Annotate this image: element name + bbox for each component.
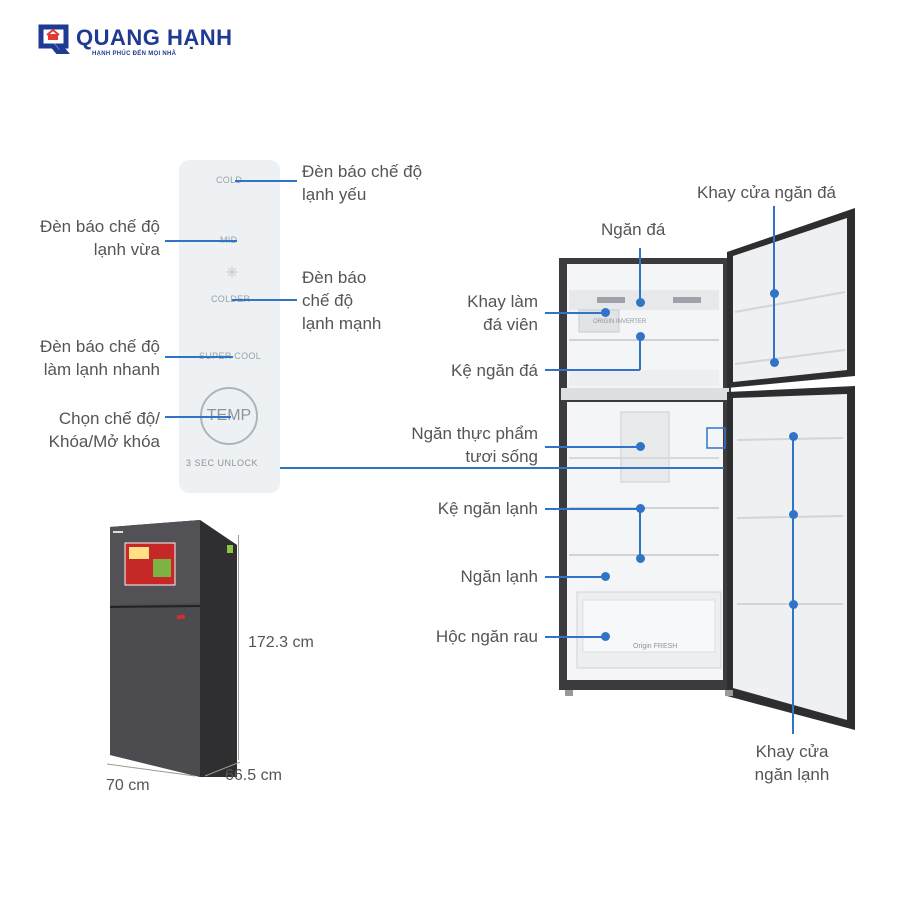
- height-dimension-line: [238, 535, 239, 760]
- callout-line-fresh-zone: [280, 467, 724, 469]
- callout-line-fridge: [545, 576, 605, 578]
- snowflake-icon: [226, 265, 238, 283]
- label-crisper: Hộc ngăn rau: [435, 627, 538, 646]
- width-dimension: 70 cm: [106, 777, 150, 794]
- callout-line-super-cool: [165, 356, 233, 358]
- callout-line-freezer-shelf-v: [639, 336, 641, 370]
- label-fridge: Ngăn lạnh: [460, 567, 538, 586]
- brand-name: QUANG HẠNH: [76, 25, 233, 50]
- callout-dot-fridge-door-2: [788, 509, 798, 519]
- callout-line-ice-tray: [545, 312, 605, 314]
- callout-dot-fridge: [600, 571, 610, 581]
- depth-dimension: 66.5 cm: [225, 767, 282, 784]
- callout-dot-freezer-door-2: [769, 357, 779, 367]
- dimension-lines: [105, 760, 245, 785]
- callout-line-colder: [232, 299, 297, 301]
- label-fridge-shelf: Kệ ngăn lạnh: [437, 499, 538, 518]
- label-freezer-door-tray: Khay cửa ngăn đá: [697, 183, 836, 202]
- callout-line-mid: [165, 240, 237, 242]
- callout-line-temp: [165, 416, 231, 418]
- crisper-brand-mark: Origin FRESH: [633, 643, 678, 650]
- callout-line-fridge-shelf-v: [639, 508, 641, 558]
- brand-slogan: HẠNH PHÚC ĐẾN MỌI NHÀ: [92, 51, 177, 57]
- temp-button-label: TEMP: [206, 407, 252, 424]
- label-temp-mode-lock: Chọn chế độ/Khóa/Mở khóa: [48, 409, 160, 451]
- freezer-brand-mark: ORIGIN INVERTER: [593, 319, 647, 325]
- callout-dot-fridge-shelf-1: [635, 503, 645, 513]
- callout-dot-fridge-shelf-2: [635, 553, 645, 563]
- callout-line-fridge-door: [792, 436, 794, 734]
- callout-dot-freezer-door-1: [769, 288, 779, 298]
- panel-cold-label: COLD: [216, 175, 243, 185]
- fridge-open-illustration: [555, 200, 865, 745]
- height-dimension: 172.3 cm: [248, 634, 314, 651]
- callout-dot-freezer-shelf: [635, 331, 645, 341]
- callout-dot-fresh: [635, 441, 645, 451]
- unlock-label: 3 SEC UNLOCK: [186, 458, 259, 468]
- callout-line-fresh: [545, 446, 640, 448]
- callout-line-cold: [235, 180, 297, 182]
- callout-dot-freezer: [635, 297, 645, 307]
- callout-line-freezer: [639, 248, 641, 302]
- fridge-front-illustration: [105, 515, 245, 790]
- callout-line-freezer-shelf-h: [545, 369, 640, 371]
- callout-dot-fridge-door-3: [788, 599, 798, 609]
- label-freezer: Ngăn đá: [601, 220, 666, 239]
- callout-dot-crisper: [600, 631, 610, 641]
- panel-colder-label: COLDER: [211, 294, 251, 304]
- callout-line-fridge-shelf-h: [545, 508, 640, 510]
- brand-logo-icon: [38, 24, 72, 55]
- callout-dot-fridge-door-1: [788, 431, 798, 441]
- callout-dot-ice-tray: [600, 307, 610, 317]
- label-freezer-shelf: Kệ ngăn đá: [451, 361, 538, 380]
- callout-line-crisper: [545, 636, 605, 638]
- callout-line-freezer-door: [773, 206, 775, 362]
